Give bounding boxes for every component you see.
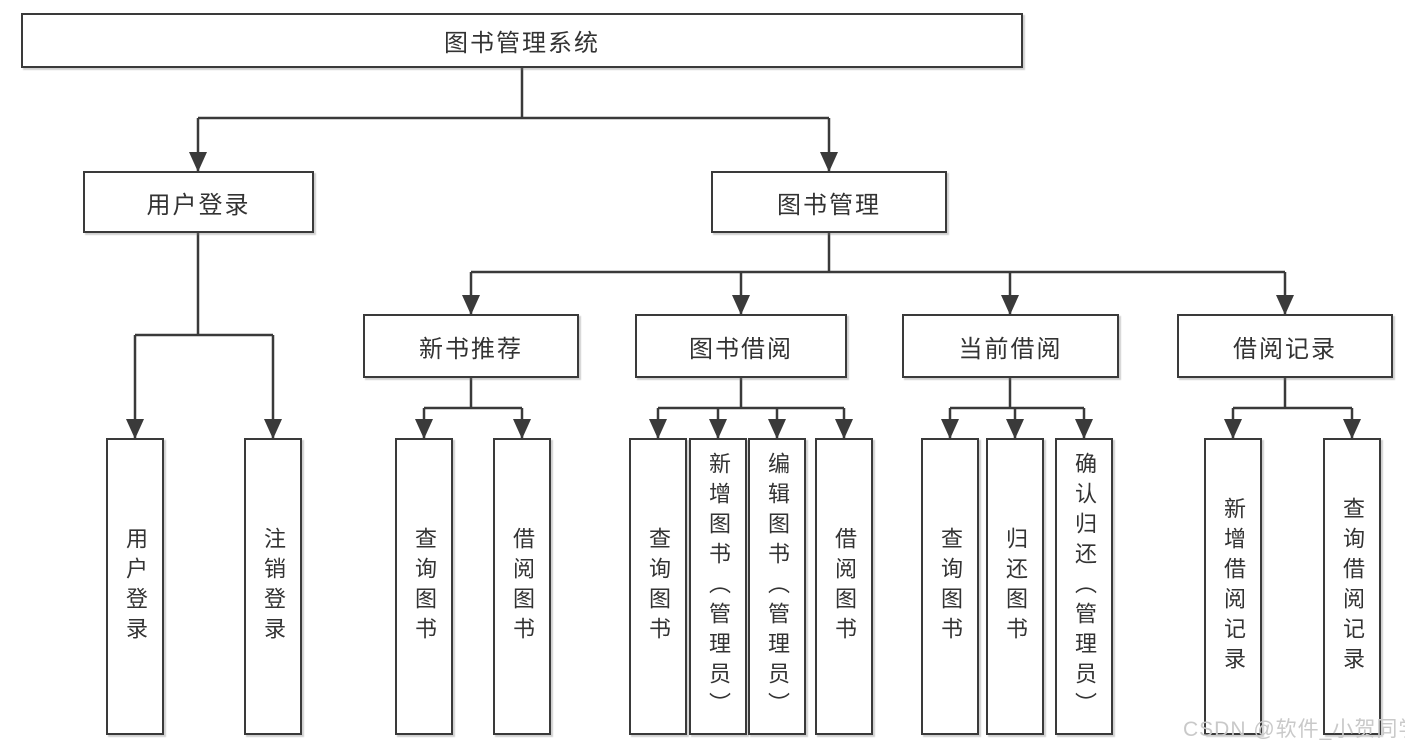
leaf-logout-label: 注销登录 xyxy=(261,526,286,647)
leaf-borrow-book-2-label: 借阅图书 xyxy=(832,526,857,647)
leaf-add-book-admin-label: 新增图书（管理员） xyxy=(706,451,731,722)
node-new-book-recommend-label: 新书推荐 xyxy=(419,335,523,363)
leaf-return-book-label: 归还图书 xyxy=(1003,526,1028,647)
leaf-borrow-book-1: 借阅图书 xyxy=(493,438,551,735)
leaf-edit-book-admin-label: 编辑图书（管理员） xyxy=(765,451,790,722)
leaf-confirm-return-admin: 确认归还（管理员） xyxy=(1055,438,1113,735)
leaf-query-borrow-record-label: 查询借阅记录 xyxy=(1340,496,1365,677)
node-borrow-record: 借阅记录 xyxy=(1177,314,1393,378)
leaf-user-login: 用户登录 xyxy=(106,438,164,735)
node-root-label: 图书管理系统 xyxy=(444,30,600,57)
leaf-query-book-3-label: 查询图书 xyxy=(938,526,963,647)
leaf-borrow-book-1-label: 借阅图书 xyxy=(510,526,535,647)
leaf-query-book-1-label: 查询图书 xyxy=(412,526,437,647)
leaf-add-borrow-record: 新增借阅记录 xyxy=(1204,438,1262,735)
leaf-query-book-2: 查询图书 xyxy=(629,438,687,735)
connector-root-to-level2 xyxy=(189,66,838,172)
node-user-login-label: 用户登录 xyxy=(146,191,251,219)
connector-user-login-branch xyxy=(126,231,282,439)
csdn-watermark: CSDN @软件_小贺同学 xyxy=(1183,718,1405,741)
node-book-borrow: 图书借阅 xyxy=(635,314,847,378)
leaf-confirm-return-admin-label: 确认归还（管理员） xyxy=(1072,451,1097,722)
leaf-query-book-1: 查询图书 xyxy=(395,438,453,735)
connector-current-borrow-branch xyxy=(941,376,1093,439)
leaf-query-book-3: 查询图书 xyxy=(921,438,979,735)
node-book-borrow-label: 图书借阅 xyxy=(689,335,793,363)
node-new-book-recommend: 新书推荐 xyxy=(363,314,579,378)
connector-book-mgmt-to-sections xyxy=(462,231,1294,315)
leaf-user-login-label: 用户登录 xyxy=(123,526,148,647)
node-borrow-record-label: 借阅记录 xyxy=(1233,335,1337,363)
connector-borrow-record-branch xyxy=(1224,376,1361,439)
node-book-mgmt: 图书管理 xyxy=(711,171,947,233)
leaf-query-book-2-label: 查询图书 xyxy=(646,526,671,647)
node-root-system: 图书管理系统 xyxy=(21,13,1023,68)
node-current-borrow: 当前借阅 xyxy=(902,314,1119,378)
leaf-edit-book-admin: 编辑图书（管理员） xyxy=(748,438,806,735)
leaf-add-book-admin: 新增图书（管理员） xyxy=(689,438,747,735)
connector-new-book-branch xyxy=(415,376,531,439)
leaf-logout: 注销登录 xyxy=(244,438,302,735)
leaf-query-borrow-record: 查询借阅记录 xyxy=(1323,438,1381,735)
node-current-borrow-label: 当前借阅 xyxy=(958,335,1063,363)
node-book-mgmt-label: 图书管理 xyxy=(777,191,881,219)
connector-book-borrow-branch xyxy=(649,376,853,439)
leaf-return-book: 归还图书 xyxy=(986,438,1044,735)
leaf-add-borrow-record-label: 新增借阅记录 xyxy=(1221,496,1246,677)
leaf-borrow-book-2: 借阅图书 xyxy=(815,438,873,735)
node-user-login: 用户登录 xyxy=(83,171,314,233)
